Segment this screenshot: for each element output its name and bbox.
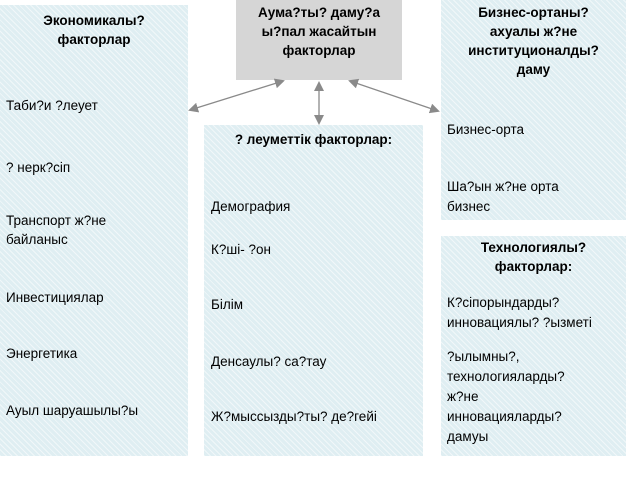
economic-item: байланыс [6,232,68,247]
business-title-line-1: Бизнес-ортаны? [478,5,589,20]
economic-title-line-1: Экономикалы? [43,13,145,28]
regional-development-factors-box: Аума?ты? даму?а ы?пал жасайтын факторлар [236,0,402,80]
business-environment-title: Бизнес-ортаны? ахуалы ж?не институционал… [441,3,626,79]
business-environment-box: Бизнес-ортаны? ахуалы ж?не институционал… [441,0,626,220]
economic-factors-box: Экономикалы? факторлар Таби?и ?леует ? н… [0,5,188,456]
social-factors-title: ? леуметтік факторлар: [204,130,423,149]
business-title-line-3: институционалды? [468,43,599,58]
regional-development-title: Аума?ты? даму?а ы?пал жасайтын факторлар [236,3,402,60]
business-item: Ша?ын ж?не орта [447,179,559,194]
center-title-line-2: ы?пал жасайтын [261,24,377,39]
social-factors-box: ? леуметтік факторлар: Демография К?ші- … [204,125,423,456]
economic-item: Ауыл шаруашылы?ы [6,403,139,418]
social-item: К?ші- ?он [211,242,271,257]
tech-title-line-2: факторлар: [494,259,573,274]
tech-title-line-1: Технологиялы? [480,240,587,255]
social-item: Ж?мыссызды?ты? де?гейі [211,409,377,424]
social-item: Білім [211,297,244,312]
tech-item: технологияларды? [447,369,565,384]
economic-item: Таби?и ?леует [6,98,98,113]
social-item: Денсаулы? са?тау [211,354,327,369]
business-item: Бизнес-орта [447,122,525,137]
tech-item: ж?не [447,389,479,404]
economic-factors-title: Экономикалы? факторлар [0,11,188,49]
social-title-line-1: ? леуметтік факторлар: [234,132,393,147]
business-title-line-2: ахуалы ж?не [489,24,578,39]
center-title-line-3: факторлар [282,43,356,58]
tech-item: К?сіпорындарды? [447,295,560,310]
tech-item: дамуы [447,429,489,444]
tech-item: инновациялы? ?ызметі [447,315,592,330]
tech-item: инновацияларды? [447,409,562,424]
tech-item: ?ылымны?, [447,349,520,364]
business-title-line-4: даму [516,62,551,77]
economic-item: Транспорт ж?не [6,213,107,228]
technology-factors-title: Технологиялы? факторлар: [441,238,626,276]
social-item: Демография [211,199,291,214]
economic-item: ? нерк?сіп [6,160,71,175]
economic-item: Инвестициялар [6,290,104,305]
economic-item: Энергетика [6,346,78,361]
arrow-to-business [348,78,440,114]
center-title-line-1: Аума?ты? даму?а [258,5,380,20]
economic-title-line-2: факторлар [57,32,131,47]
technology-factors-box: Технологиялы? факторлар: К?сіпорындарды?… [441,236,626,456]
arrow-to-economic [188,78,285,113]
business-item: бизнес [447,199,491,214]
